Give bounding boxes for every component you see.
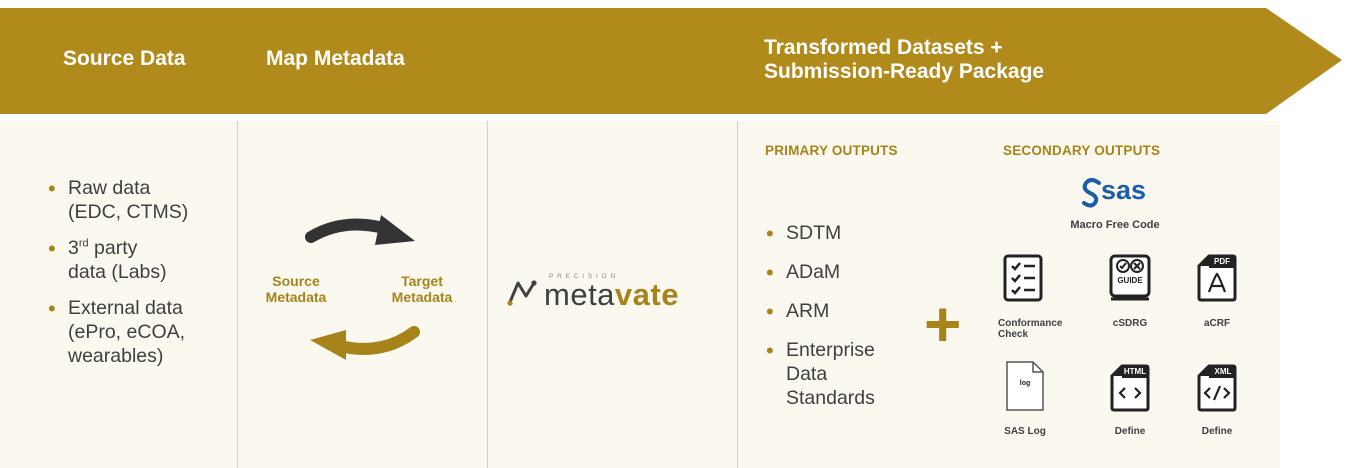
plus-sign: + (924, 288, 962, 360)
acrf-label: aCRF (1203, 318, 1231, 329)
sas-caption: Macro Free Code (1070, 219, 1160, 231)
html-badge: HTML (1123, 367, 1147, 376)
header-banner (0, 0, 1356, 121)
primary-outputs-heading: PRIMARY OUTPUTS (765, 143, 898, 158)
checklist-icon (1003, 254, 1043, 302)
forward-arrow-icon (305, 215, 415, 245)
list-item: ARM (766, 299, 875, 324)
metavate-wordmark: metavate (544, 277, 679, 312)
log-file-icon (1006, 361, 1044, 411)
header-arrow-shape (0, 8, 1342, 114)
xml-file-icon (1197, 364, 1237, 412)
column-divider (237, 121, 238, 468)
list-item: Enterprise Data Standards (766, 338, 875, 410)
csdrg-label: cSDRG (1112, 318, 1148, 329)
list-item: SDTM (766, 221, 875, 246)
list-item: Raw data (EDC, CTMS) (48, 176, 188, 224)
header-transformed: Transformed Datasets + Submission-Ready … (764, 36, 1044, 84)
define-html-label: Define (1114, 426, 1146, 437)
metavate-logo-icon (507, 280, 537, 306)
guide-book-icon (1109, 254, 1151, 301)
pdf-badge: PDF (1214, 257, 1230, 266)
html-file-icon (1110, 364, 1150, 412)
define-xml-label: Define (1201, 426, 1233, 437)
xml-badge: XML (1214, 367, 1232, 376)
sas-log-label: SAS Log (1004, 426, 1046, 437)
brand-tagline: PRECISION (549, 273, 619, 280)
primary-outputs-list: SDTM ADaM ARM Enterprise Data Standards (766, 221, 875, 425)
return-arrow-icon (310, 326, 420, 360)
list-item: External data (ePro, eCOA, wearables) (48, 296, 188, 368)
sas-logo-icon (1082, 178, 1101, 208)
source-data-list: Raw data (EDC, CTMS) 3rd party data (Lab… (48, 176, 188, 380)
header-transformed-line2: Submission-Ready Package (764, 60, 1045, 83)
header-transformed-line1: Transformed Datasets + (764, 36, 1003, 59)
header-source-data: Source Data (63, 47, 186, 70)
log-badge: log (1019, 380, 1031, 387)
list-item: 3rd party data (Labs) (48, 236, 188, 284)
secondary-outputs-heading: SECONDARY OUTPUTS (1003, 143, 1161, 158)
header-map-metadata: Map Metadata (266, 47, 405, 70)
column-divider (737, 121, 738, 468)
list-item: ADaM (766, 260, 875, 285)
column-divider (487, 121, 488, 468)
sas-logo-text: sas (1101, 175, 1147, 205)
guide-badge: GUIDE (1117, 276, 1143, 285)
content-panel (0, 121, 1280, 468)
pdf-file-icon (1197, 254, 1237, 302)
